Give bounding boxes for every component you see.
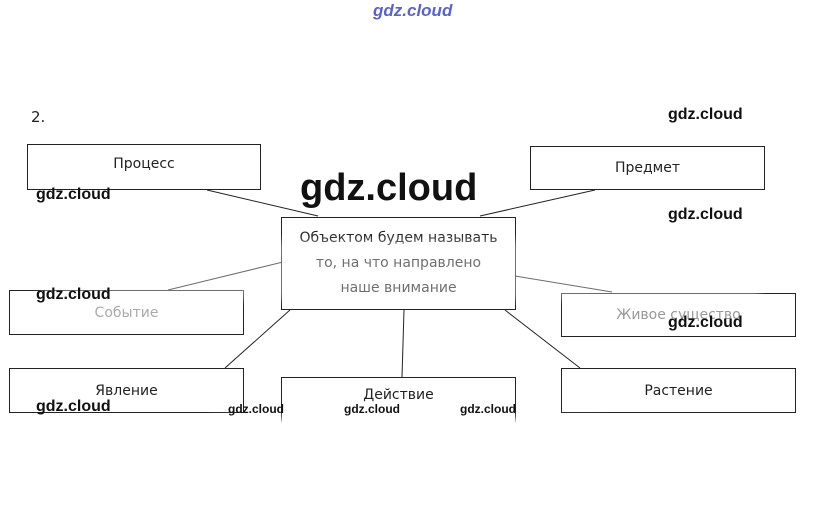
washout-strip [40, 240, 760, 300]
watermark-right-1: gdz.cloud [668, 106, 743, 123]
watermark-small-3: gdz.cloud [460, 402, 516, 416]
node-plant-label: Растение [644, 382, 713, 399]
connector-living [514, 275, 613, 293]
center-line-1: Объектом будем называть [299, 230, 498, 246]
node-process: Процесс [27, 144, 261, 190]
connector-subject [479, 189, 596, 217]
node-phenomenon: Явление [9, 368, 244, 413]
site-link[interactable]: gdz.cloud [373, 1, 453, 20]
node-subject-label: Предмет [614, 160, 681, 176]
watermark-small-2: gdz.cloud [344, 402, 400, 416]
node-process-label: Процесс [113, 156, 175, 172]
node-event: Событие [9, 290, 244, 335]
node-living-label: Живое существо [616, 307, 741, 323]
center-line-3: наше внимание [340, 280, 457, 296]
watermark-left-3: gdz.cloud [36, 398, 111, 415]
watermark-right-3: gdz.cloud [668, 314, 743, 331]
node-event-label: Событие [94, 304, 159, 321]
connector-phenomenon [224, 309, 291, 369]
connector-plant [504, 309, 581, 369]
watermark-left-1: gdz.cloud [36, 186, 111, 203]
watermark-large: gdz.cloud [300, 167, 478, 209]
watermark-left-2: gdz.cloud [36, 286, 111, 303]
node-center-definition: Объектом будем называть то, на что напра… [281, 217, 516, 310]
node-subject: Предмет [530, 146, 765, 190]
node-plant: Растение [561, 368, 796, 413]
node-phenomenon-label: Явление [95, 382, 158, 399]
task-number: 2. [31, 108, 46, 126]
connector-action [401, 309, 405, 378]
watermark-small-1: gdz.cloud [228, 402, 284, 416]
washout-bottom [210, 418, 600, 432]
watermark-right-2: gdz.cloud [668, 206, 743, 223]
center-line-2: то, на что направлено [315, 255, 482, 271]
node-action-label: Действие [363, 387, 434, 403]
node-action: Действие [281, 377, 516, 422]
connector-event [167, 261, 284, 291]
connector-process [206, 189, 319, 217]
node-living: Живое существо [561, 293, 796, 337]
